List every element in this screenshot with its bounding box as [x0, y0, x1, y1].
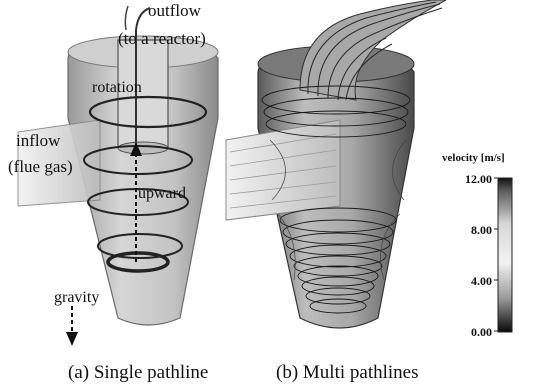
caption-panel-a: (a) Single pathline [68, 362, 208, 384]
label-outflow: outflow [148, 2, 201, 19]
label-gravity: gravity [54, 290, 99, 306]
colorbar-tick-0: 0.00 [452, 325, 492, 340]
label-rotation: rotation [92, 80, 142, 96]
label-flue-gas: (flue gas) [8, 158, 73, 175]
panel-b-cyclone [226, 0, 446, 328]
colorbar-gradient [498, 178, 512, 332]
colorbar-tick-4: 4.00 [452, 274, 492, 289]
label-inflow: inflow [16, 132, 60, 149]
label-to-a-reactor: (to a reactor) [118, 30, 206, 47]
panel-a-cyclone [18, 6, 218, 346]
label-upward: upward [138, 186, 186, 202]
colorbar-title: velocity [m/s] [442, 152, 505, 164]
caption-panel-b: (b) Multi pathlines [276, 362, 418, 384]
colorbar-tick-8: 8.00 [452, 223, 492, 238]
colorbar-tick-12: 12.00 [452, 172, 492, 187]
colorbar [494, 178, 512, 332]
inlet-duct-b [226, 120, 340, 220]
